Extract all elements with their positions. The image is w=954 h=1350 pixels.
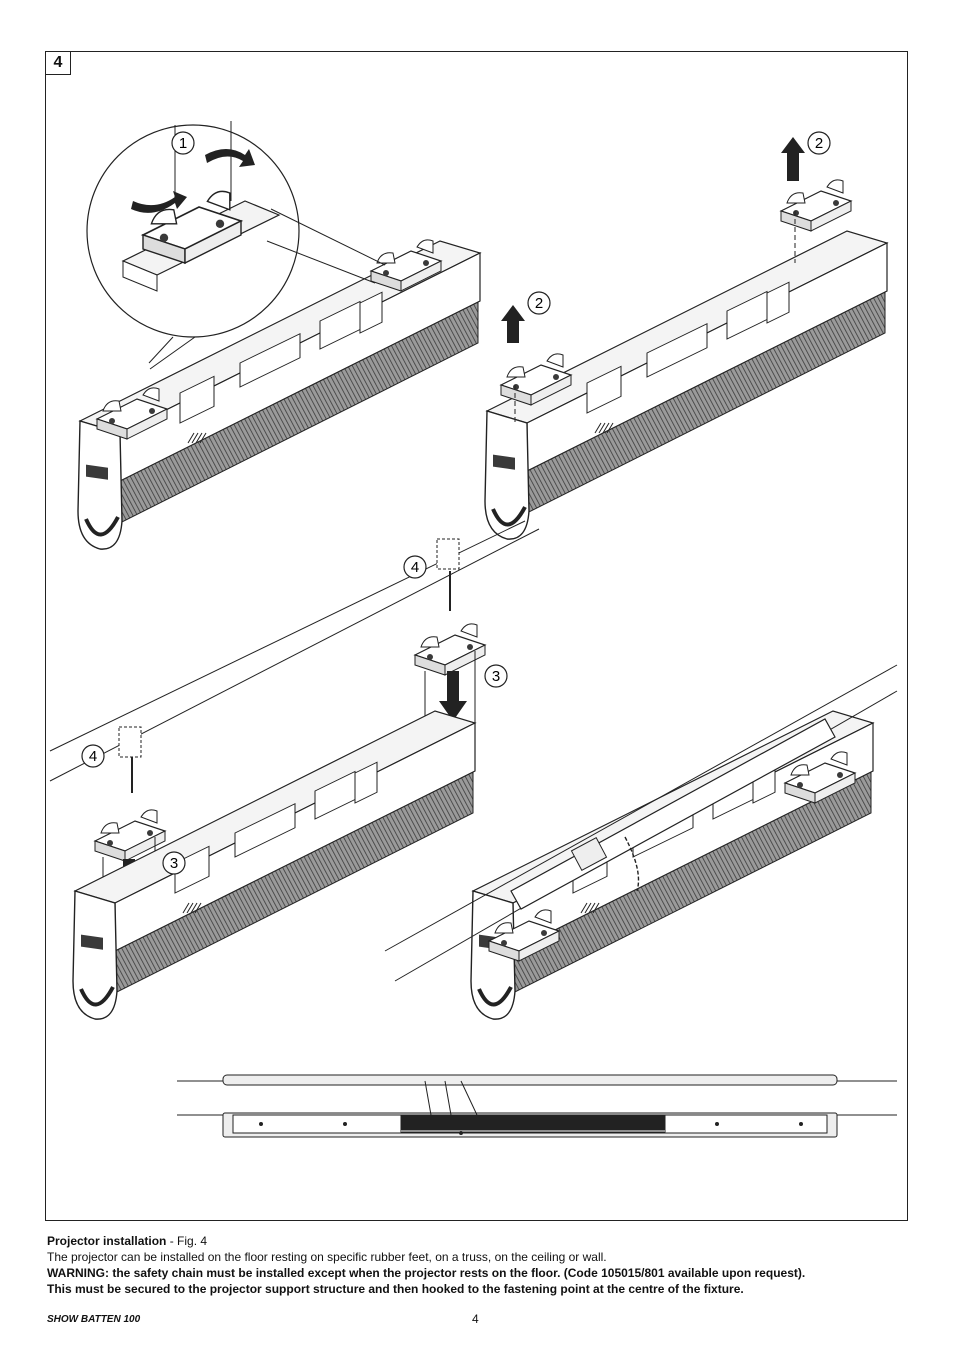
step-label-2a: 2 — [535, 295, 543, 312]
caption-warning-1: WARNING: the safety chain must be instal… — [47, 1266, 806, 1280]
step-label-1: 1 — [179, 135, 187, 152]
caption-title-suffix: - Fig. 4 — [166, 1234, 208, 1248]
step-label-3b: 3 — [170, 855, 178, 872]
figure-frame — [45, 51, 908, 1221]
step-label-4a: 4 — [411, 559, 419, 576]
caption: Projector installation - Fig. 4 The proj… — [47, 1233, 907, 1297]
step-label-3a: 3 — [492, 668, 500, 685]
step-label-2b: 2 — [815, 135, 823, 152]
caption-heading: Projector installation - Fig. 4 — [47, 1233, 907, 1249]
view-top-plan — [177, 1074, 897, 1138]
step-label-4b: 4 — [89, 748, 97, 765]
footer-product-name: SHOW BATTEN 100 — [47, 1314, 141, 1325]
footer-page-number: 4 — [472, 1312, 479, 1326]
figure-number: 4 — [45, 51, 71, 75]
view-bottom-left: 4 4 3 3 — [49, 520, 540, 1022]
installation-drawing: 1 2 2 4 4 3 3 — [49, 121, 898, 1138]
view-top-left: 1 — [76, 121, 482, 552]
view-bottom-right — [384, 664, 898, 1022]
caption-title: Projector installation — [47, 1234, 167, 1248]
view-top-right: 2 2 — [483, 131, 889, 542]
caption-warning-2: This must be secured to the projector su… — [47, 1282, 744, 1296]
caption-body: The projector can be installed on the fl… — [47, 1250, 607, 1264]
